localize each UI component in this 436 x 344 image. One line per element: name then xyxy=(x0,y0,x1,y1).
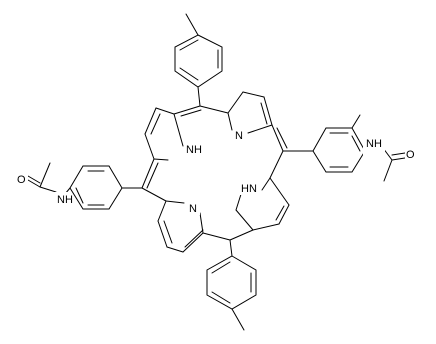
bond-network xyxy=(27,13,406,331)
atom-label-nh-right: NH xyxy=(366,138,382,150)
bottom-tolyl-group xyxy=(206,229,257,331)
upper-left-pyrrole xyxy=(144,105,202,161)
atom-label-o-left: O xyxy=(17,174,26,186)
atom-labels: NH N HN N NH O NH O xyxy=(15,128,418,215)
atom-label-n-upper: N xyxy=(235,130,243,142)
atom-label-nh-left: NH xyxy=(57,194,73,206)
left-acetamidophenyl-group xyxy=(27,158,167,210)
lower-left-pyrrole xyxy=(157,200,231,253)
atom-label-o-right: O xyxy=(406,149,415,161)
atom-label-nh-upper: NH xyxy=(186,144,202,156)
top-tolyl-group xyxy=(174,13,223,107)
upper-right-pyrrole xyxy=(199,91,288,152)
right-acetamidophenyl-group xyxy=(282,114,406,182)
atom-label-hn-lower: HN xyxy=(241,183,257,195)
atom-label-n-lower: N xyxy=(189,203,197,215)
